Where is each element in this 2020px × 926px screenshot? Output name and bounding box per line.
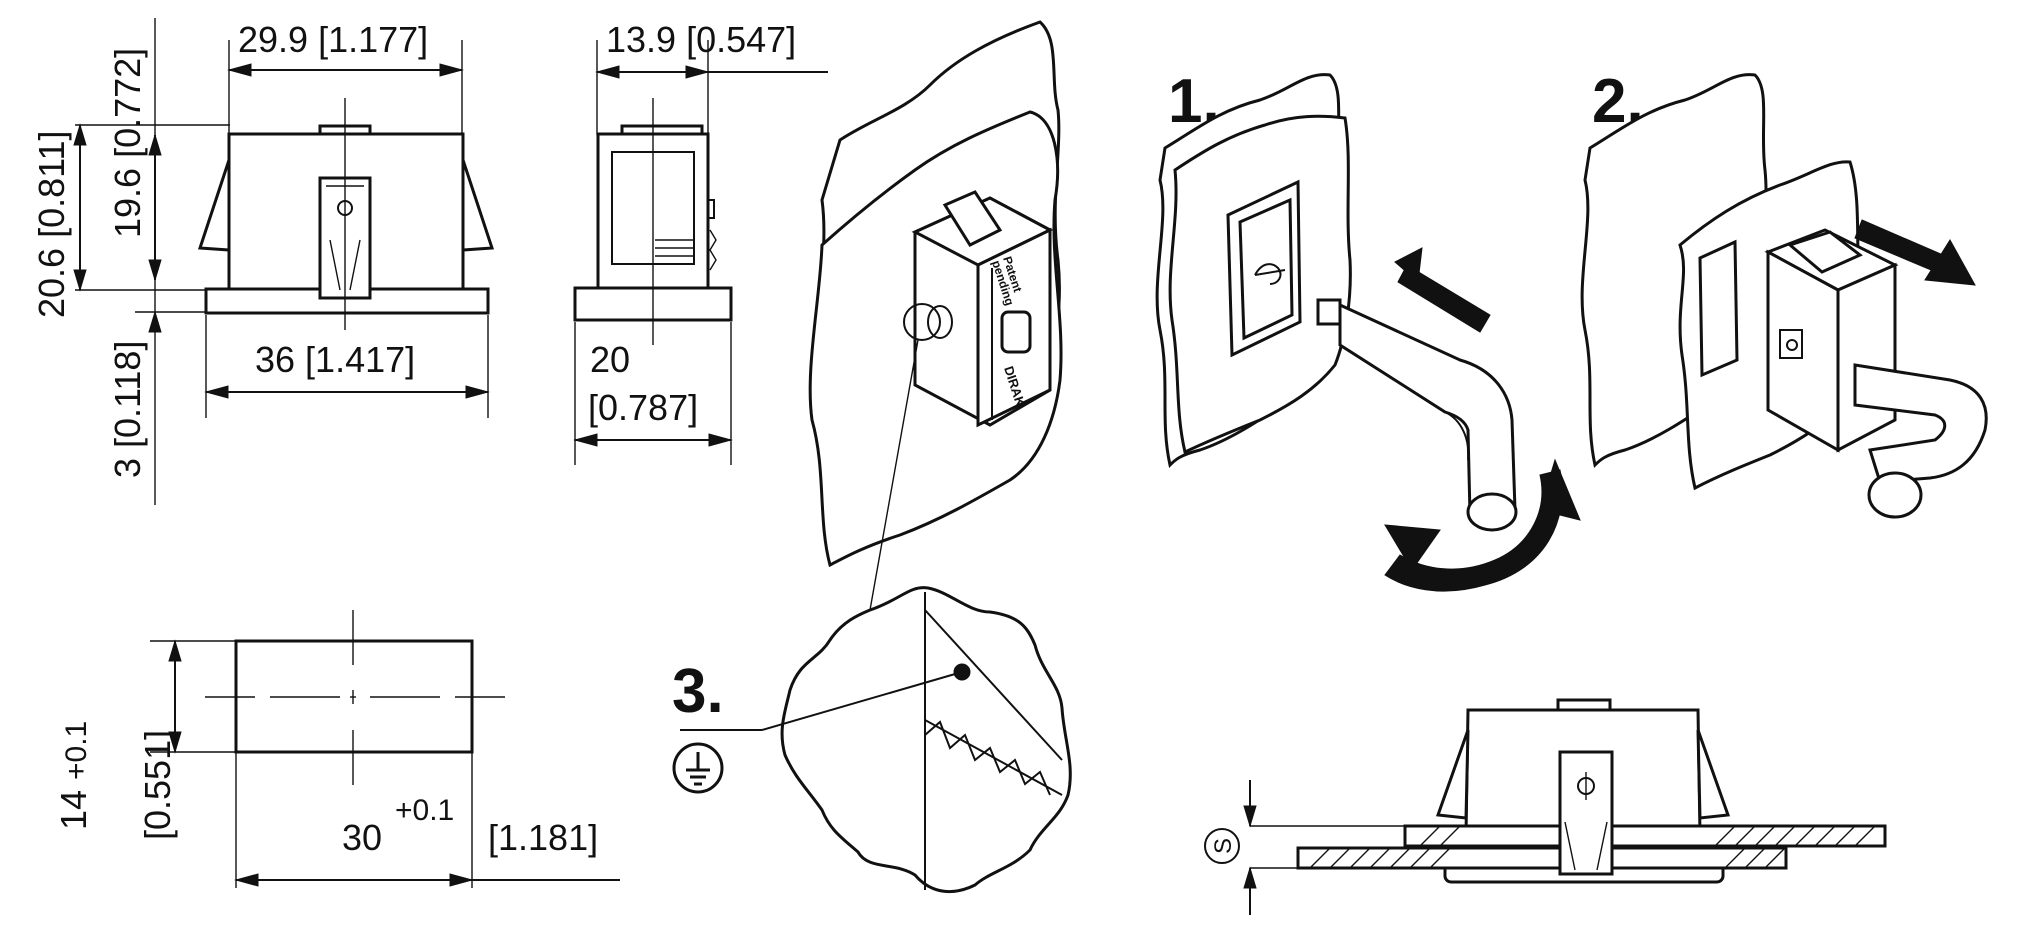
front-view: 20.6 [0.811] 19.6 [0.772] 3 [0.118] 29.9… — [31, 18, 495, 505]
cutout-width-tol-label: +0.1 — [395, 794, 454, 827]
side-width-label: 13.9 [0.547] — [606, 19, 796, 60]
side-depth-mm-label: 20 — [590, 339, 630, 380]
cutout-height-tol-label: +0.1 — [60, 721, 93, 780]
cutout-width-mm-label: 30 — [342, 817, 382, 858]
grounding-detail: 3. — [672, 586, 1072, 894]
cutout-width-in-label: [1.181] — [488, 817, 598, 858]
cutout-height-mm-label: 14 — [53, 790, 94, 830]
side-depth-in-label: [0.787] — [588, 387, 698, 428]
side-view: 13.9 [0.547] 20 [0.787] — [573, 19, 828, 465]
panel-section-view: S — [1204, 698, 1887, 915]
flange-label: 3 [0.118] — [107, 341, 148, 478]
panel-cutout-view: 14 +0.1 [0.551] 30 +0.1 [1.181] — [53, 610, 620, 888]
step-2-view: 2. — [1580, 67, 1988, 519]
height-outer-label: 20.6 [0.811] — [31, 131, 72, 319]
cutout-height-in-label: [0.551] — [137, 730, 178, 840]
step-1-view: 1. — [1155, 67, 1581, 592]
step-3-label: 3. — [672, 657, 724, 726]
isometric-mounted-view: Patent pending DIRAK — [808, 20, 1063, 611]
front-width-label: 29.9 [1.177] — [238, 19, 428, 60]
base-width-label: 36 [1.417] — [255, 339, 415, 380]
height-inner-label: 19.6 [0.772] — [107, 48, 148, 238]
thickness-symbol: S — [1210, 838, 1237, 854]
